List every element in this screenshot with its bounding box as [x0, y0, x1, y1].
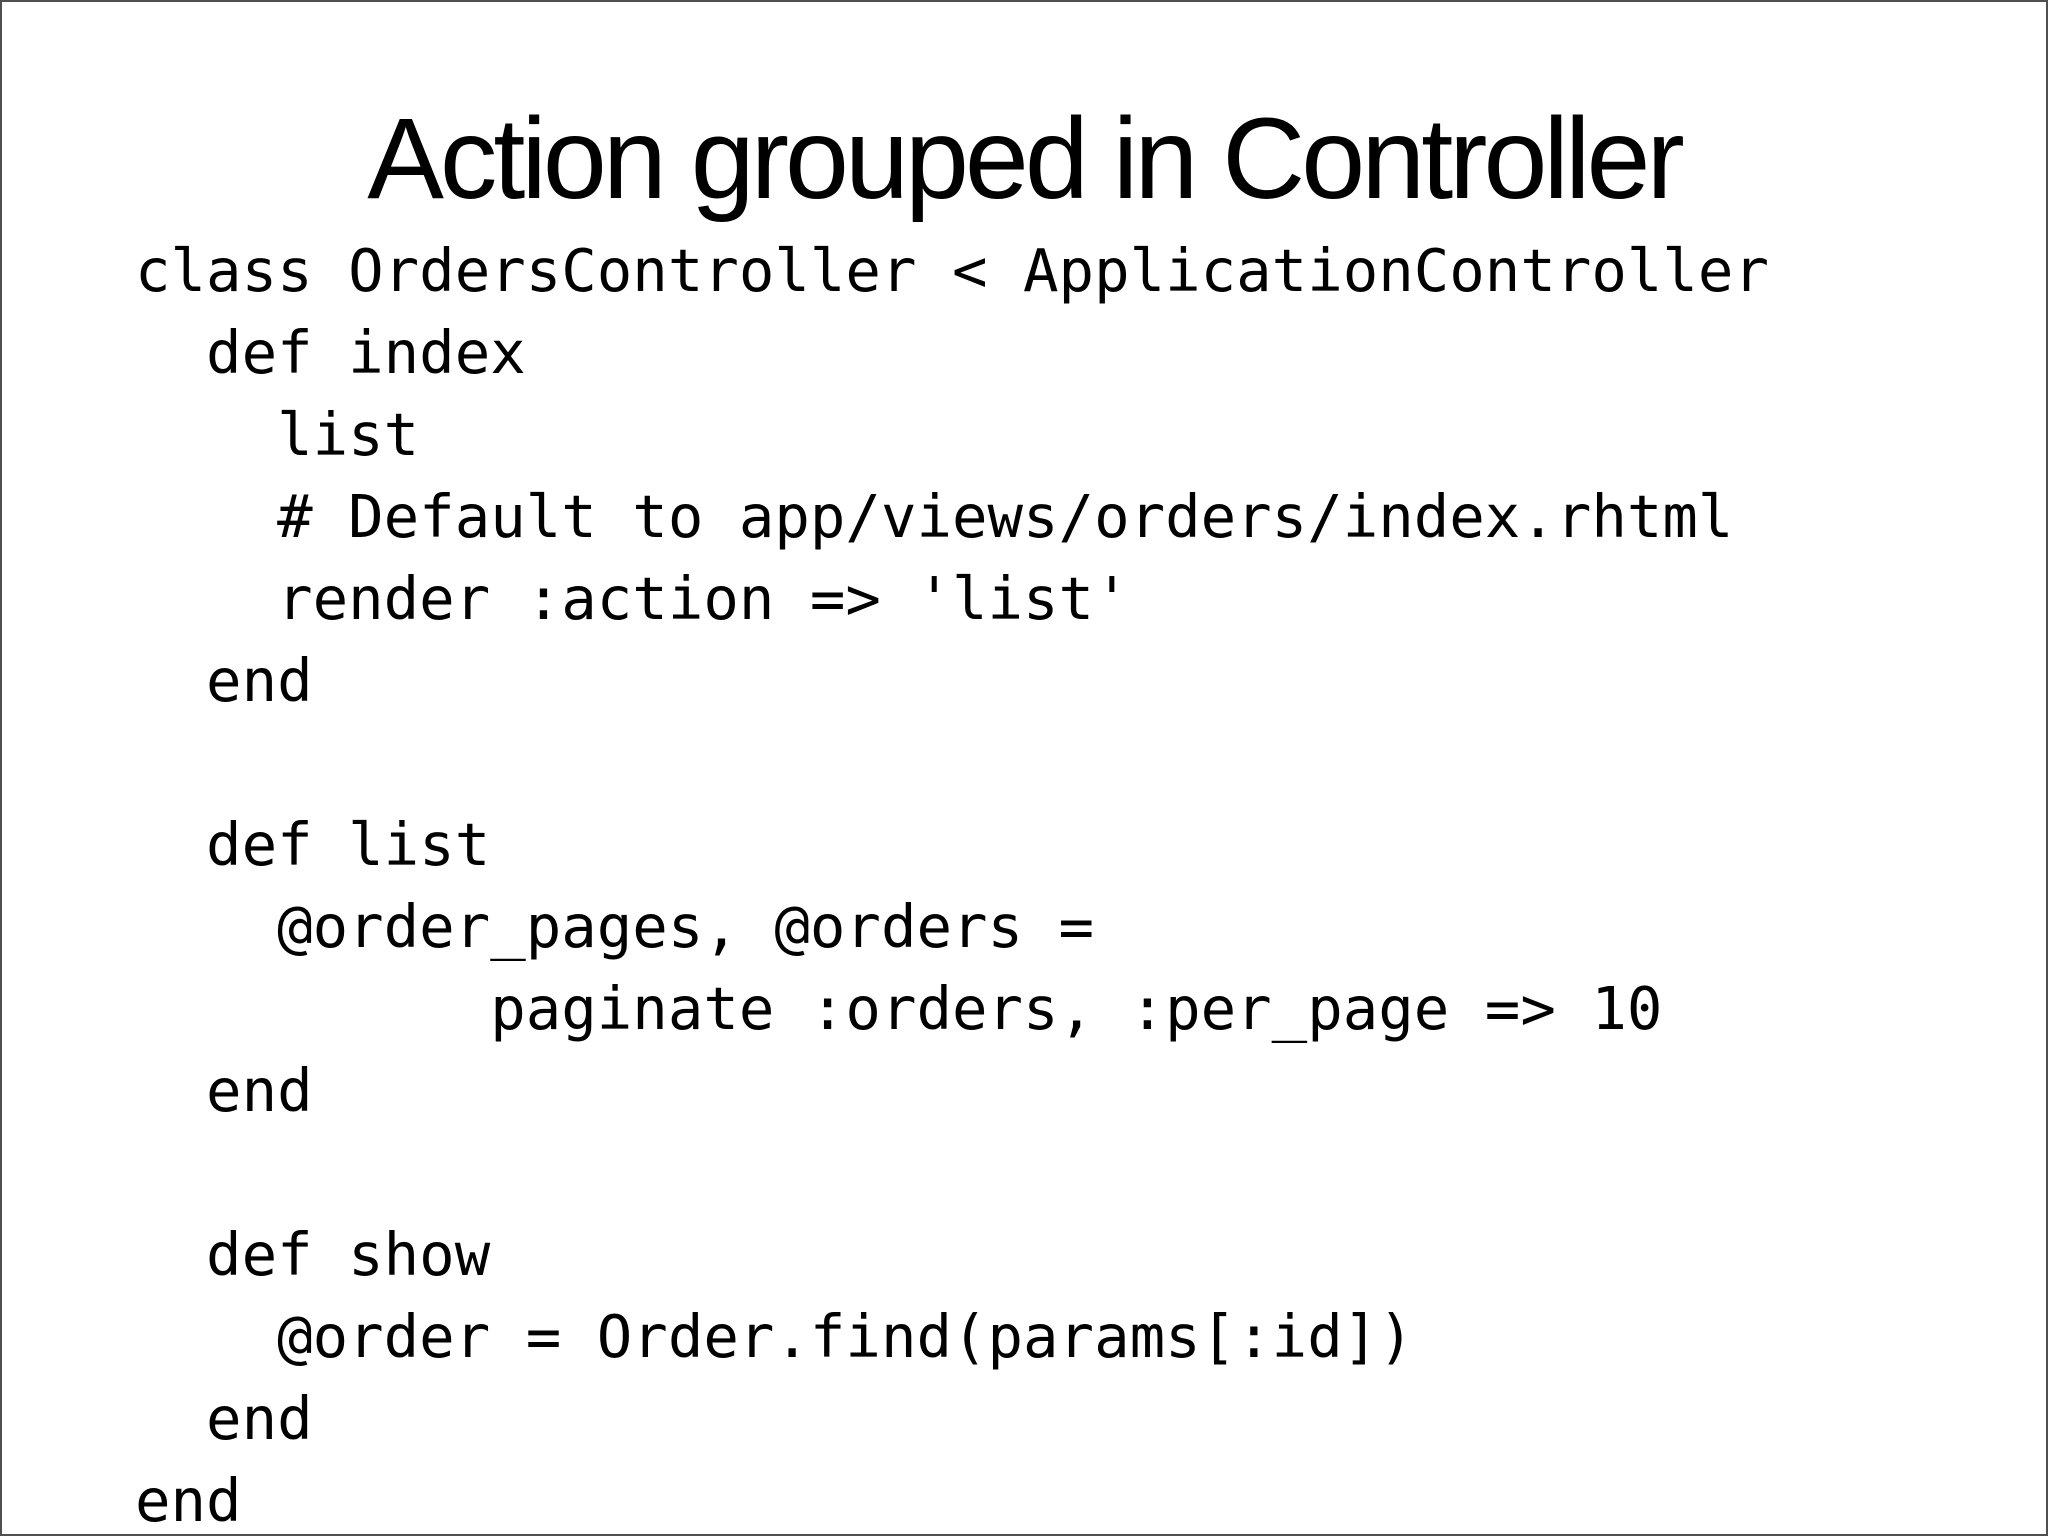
code-block: class OrdersController < ApplicationCont… — [135, 236, 1769, 1535]
slide-title: Action grouped in Controller — [367, 95, 1685, 223]
